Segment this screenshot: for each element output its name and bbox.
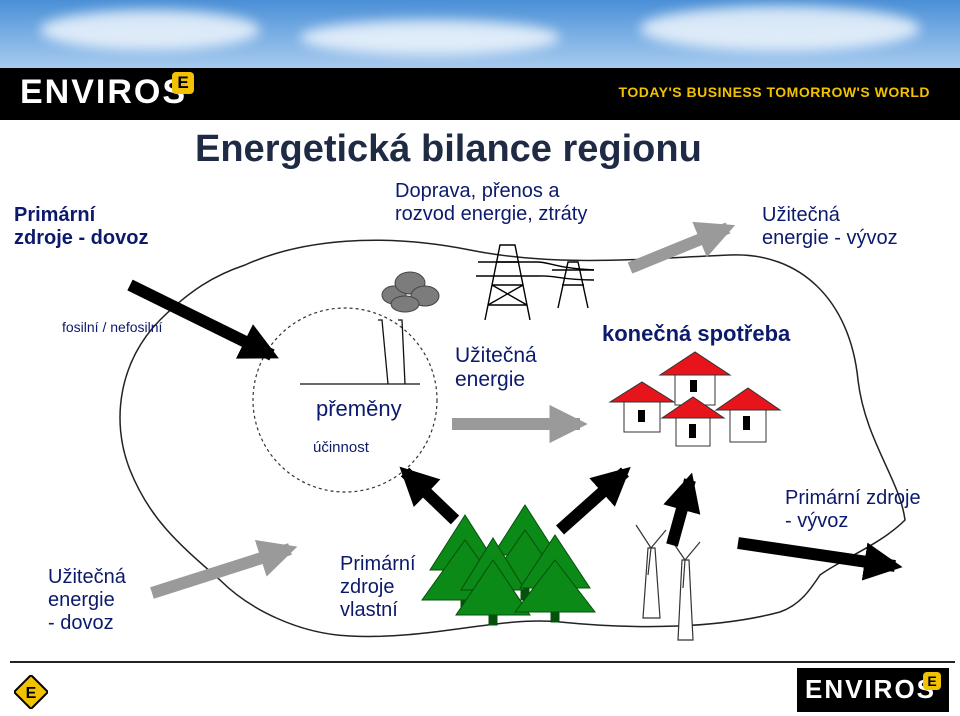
own-to-consumption-arrow [556, 466, 631, 535]
house-icon [658, 351, 732, 406]
cloud [300, 20, 560, 55]
power-plant-icon [300, 319, 420, 385]
house-icon [608, 381, 676, 433]
footer-logo: ENVIROS E [797, 668, 949, 712]
footer-e-icon: E [923, 672, 941, 690]
tree-icon [455, 537, 531, 626]
fossil-import-arrow [127, 279, 279, 361]
svg-text:E: E [26, 685, 37, 702]
enviros-logo: ENVIROS [20, 73, 188, 111]
primary-export-arrow [737, 537, 903, 581]
transmission-tower-icon [476, 244, 595, 321]
useful-import-arrow [150, 540, 298, 599]
header-bar [0, 68, 960, 120]
tagline: TODAY'S BUSINESS TOMORROW'S WORLD [618, 84, 930, 100]
own-to-conversion-arrow [399, 466, 460, 525]
fossil-label: fosilní / nefosilní [62, 319, 163, 335]
cloud [640, 6, 920, 51]
conversions-label: přeměny [316, 396, 402, 421]
wind-to-consumption-arrow [663, 472, 701, 547]
header-banner: ENVIROS E TODAY'S BUSINESS TOMORROW'S WO… [0, 0, 960, 120]
useful-export-arrow [627, 221, 736, 274]
page-title: Energetická bilance regionu [195, 128, 702, 170]
enviros-e-icon: E [172, 72, 194, 94]
final-consumption-label: konečná spotřeba [602, 321, 791, 346]
primary-export-label: Primární zdroje- vývoz [785, 487, 921, 532]
enviros-badge-icon: E [14, 675, 48, 709]
footer-divider [10, 661, 955, 663]
cloud [40, 10, 260, 50]
footer-logo-text: ENVIROS [805, 674, 937, 704]
tree-icon [513, 534, 597, 623]
house-icon [714, 387, 782, 443]
efficiency-label: účinnost [313, 439, 369, 456]
conversion-circle [252, 307, 438, 493]
wind-turbine-icon [635, 524, 701, 641]
smoke-cloud-icon [381, 271, 440, 313]
house-icon [660, 396, 726, 447]
